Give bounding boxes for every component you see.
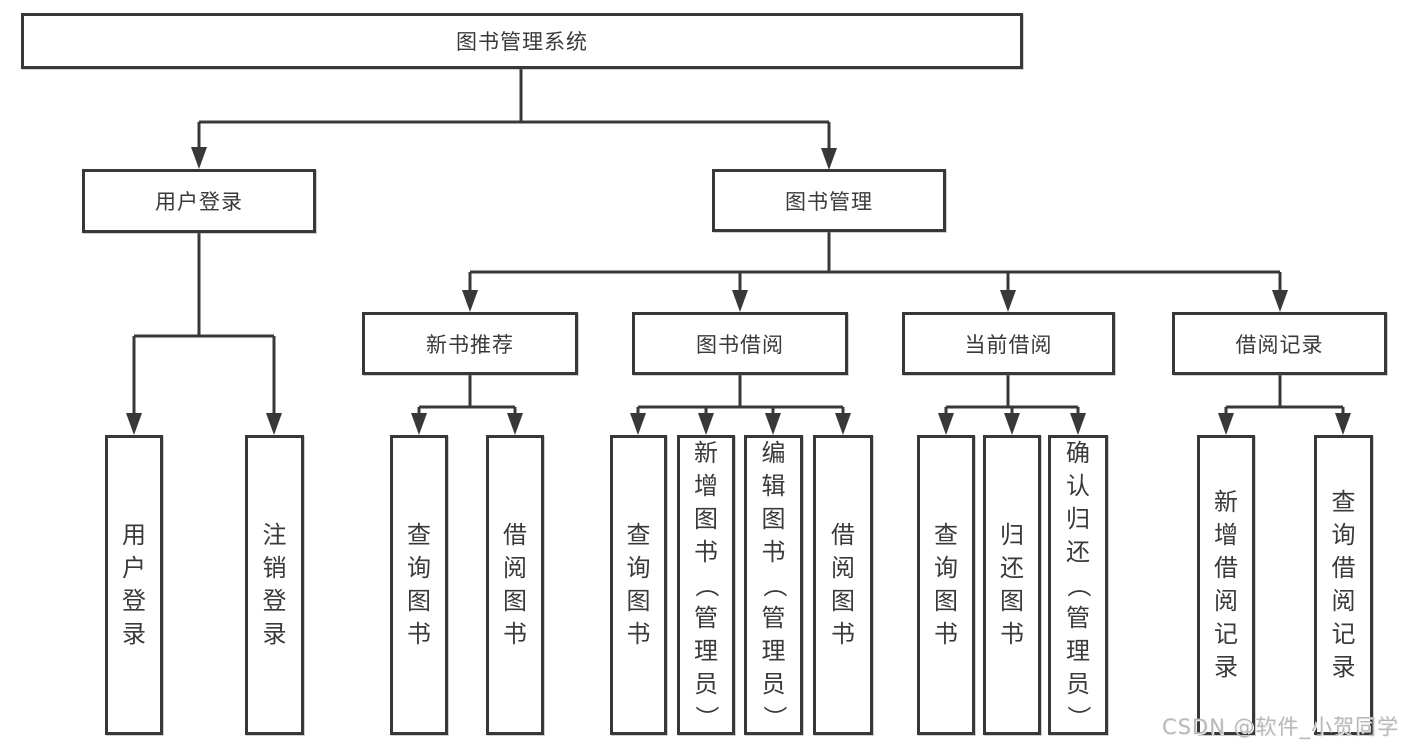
arrow-leaf <box>765 413 781 435</box>
node-borrow-books-leaf: 借阅图书 <box>813 435 873 735</box>
node-current-borrow: 当前借阅 <box>902 312 1115 375</box>
arrow-to-book-borrow <box>732 290 748 312</box>
arrow-leaf <box>938 413 954 435</box>
arrow-leaf <box>411 413 427 435</box>
arrow-leaf <box>1070 413 1086 435</box>
arrow-leaf <box>630 413 646 435</box>
node-book-management: 图书管理 <box>712 169 946 232</box>
node-add-borrow-record: 新增借阅记录 <box>1197 435 1255 735</box>
arrow-leaf <box>507 413 523 435</box>
node-return-books: 归还图书 <box>983 435 1041 735</box>
csdn-watermark: CSDN @软件_小贺同学 <box>1161 715 1399 739</box>
node-query-books-borrow: 查询图书 <box>610 435 667 735</box>
arrow-leaf <box>1004 413 1020 435</box>
node-borrow-records: 借阅记录 <box>1172 312 1387 375</box>
node-confirm-return-admin: 确认归还（管理员） <box>1048 435 1108 735</box>
arrow-to-book-management <box>821 148 837 170</box>
node-query-books-current: 查询图书 <box>917 435 975 735</box>
arrow-leaf <box>698 413 714 435</box>
arrow-to-user-login-leaf <box>126 413 142 435</box>
arrow-leaf <box>1335 413 1351 435</box>
node-edit-books-admin: 编辑图书（管理员） <box>744 435 803 735</box>
arrow-leaf <box>1218 413 1234 435</box>
node-query-books-recommend: 查询图书 <box>390 435 448 735</box>
arrow-to-logout-leaf <box>266 413 282 435</box>
arrow-leaf <box>835 413 851 435</box>
node-book-borrow: 图书借阅 <box>632 312 848 375</box>
node-borrow-books-recommend: 借阅图书 <box>486 435 544 735</box>
node-user-login: 用户登录 <box>82 169 316 233</box>
node-user-login-leaf: 用户登录 <box>105 435 163 735</box>
node-logout-leaf: 注销登录 <box>245 435 304 735</box>
node-query-borrow-record: 查询借阅记录 <box>1314 435 1373 735</box>
arrow-to-borrow-records <box>1272 290 1288 312</box>
arrowheads <box>126 147 1351 435</box>
node-new-book-recommend: 新书推荐 <box>362 312 578 375</box>
connector-path <box>132 69 1345 414</box>
arrow-to-user-login <box>191 147 207 169</box>
arrow-to-new-book-recommend <box>462 290 478 312</box>
arrow-to-current-borrow <box>1000 290 1016 312</box>
node-library-management-system: 图书管理系统 <box>21 13 1023 69</box>
node-add-books-admin: 新增图书（管理员） <box>677 435 735 735</box>
